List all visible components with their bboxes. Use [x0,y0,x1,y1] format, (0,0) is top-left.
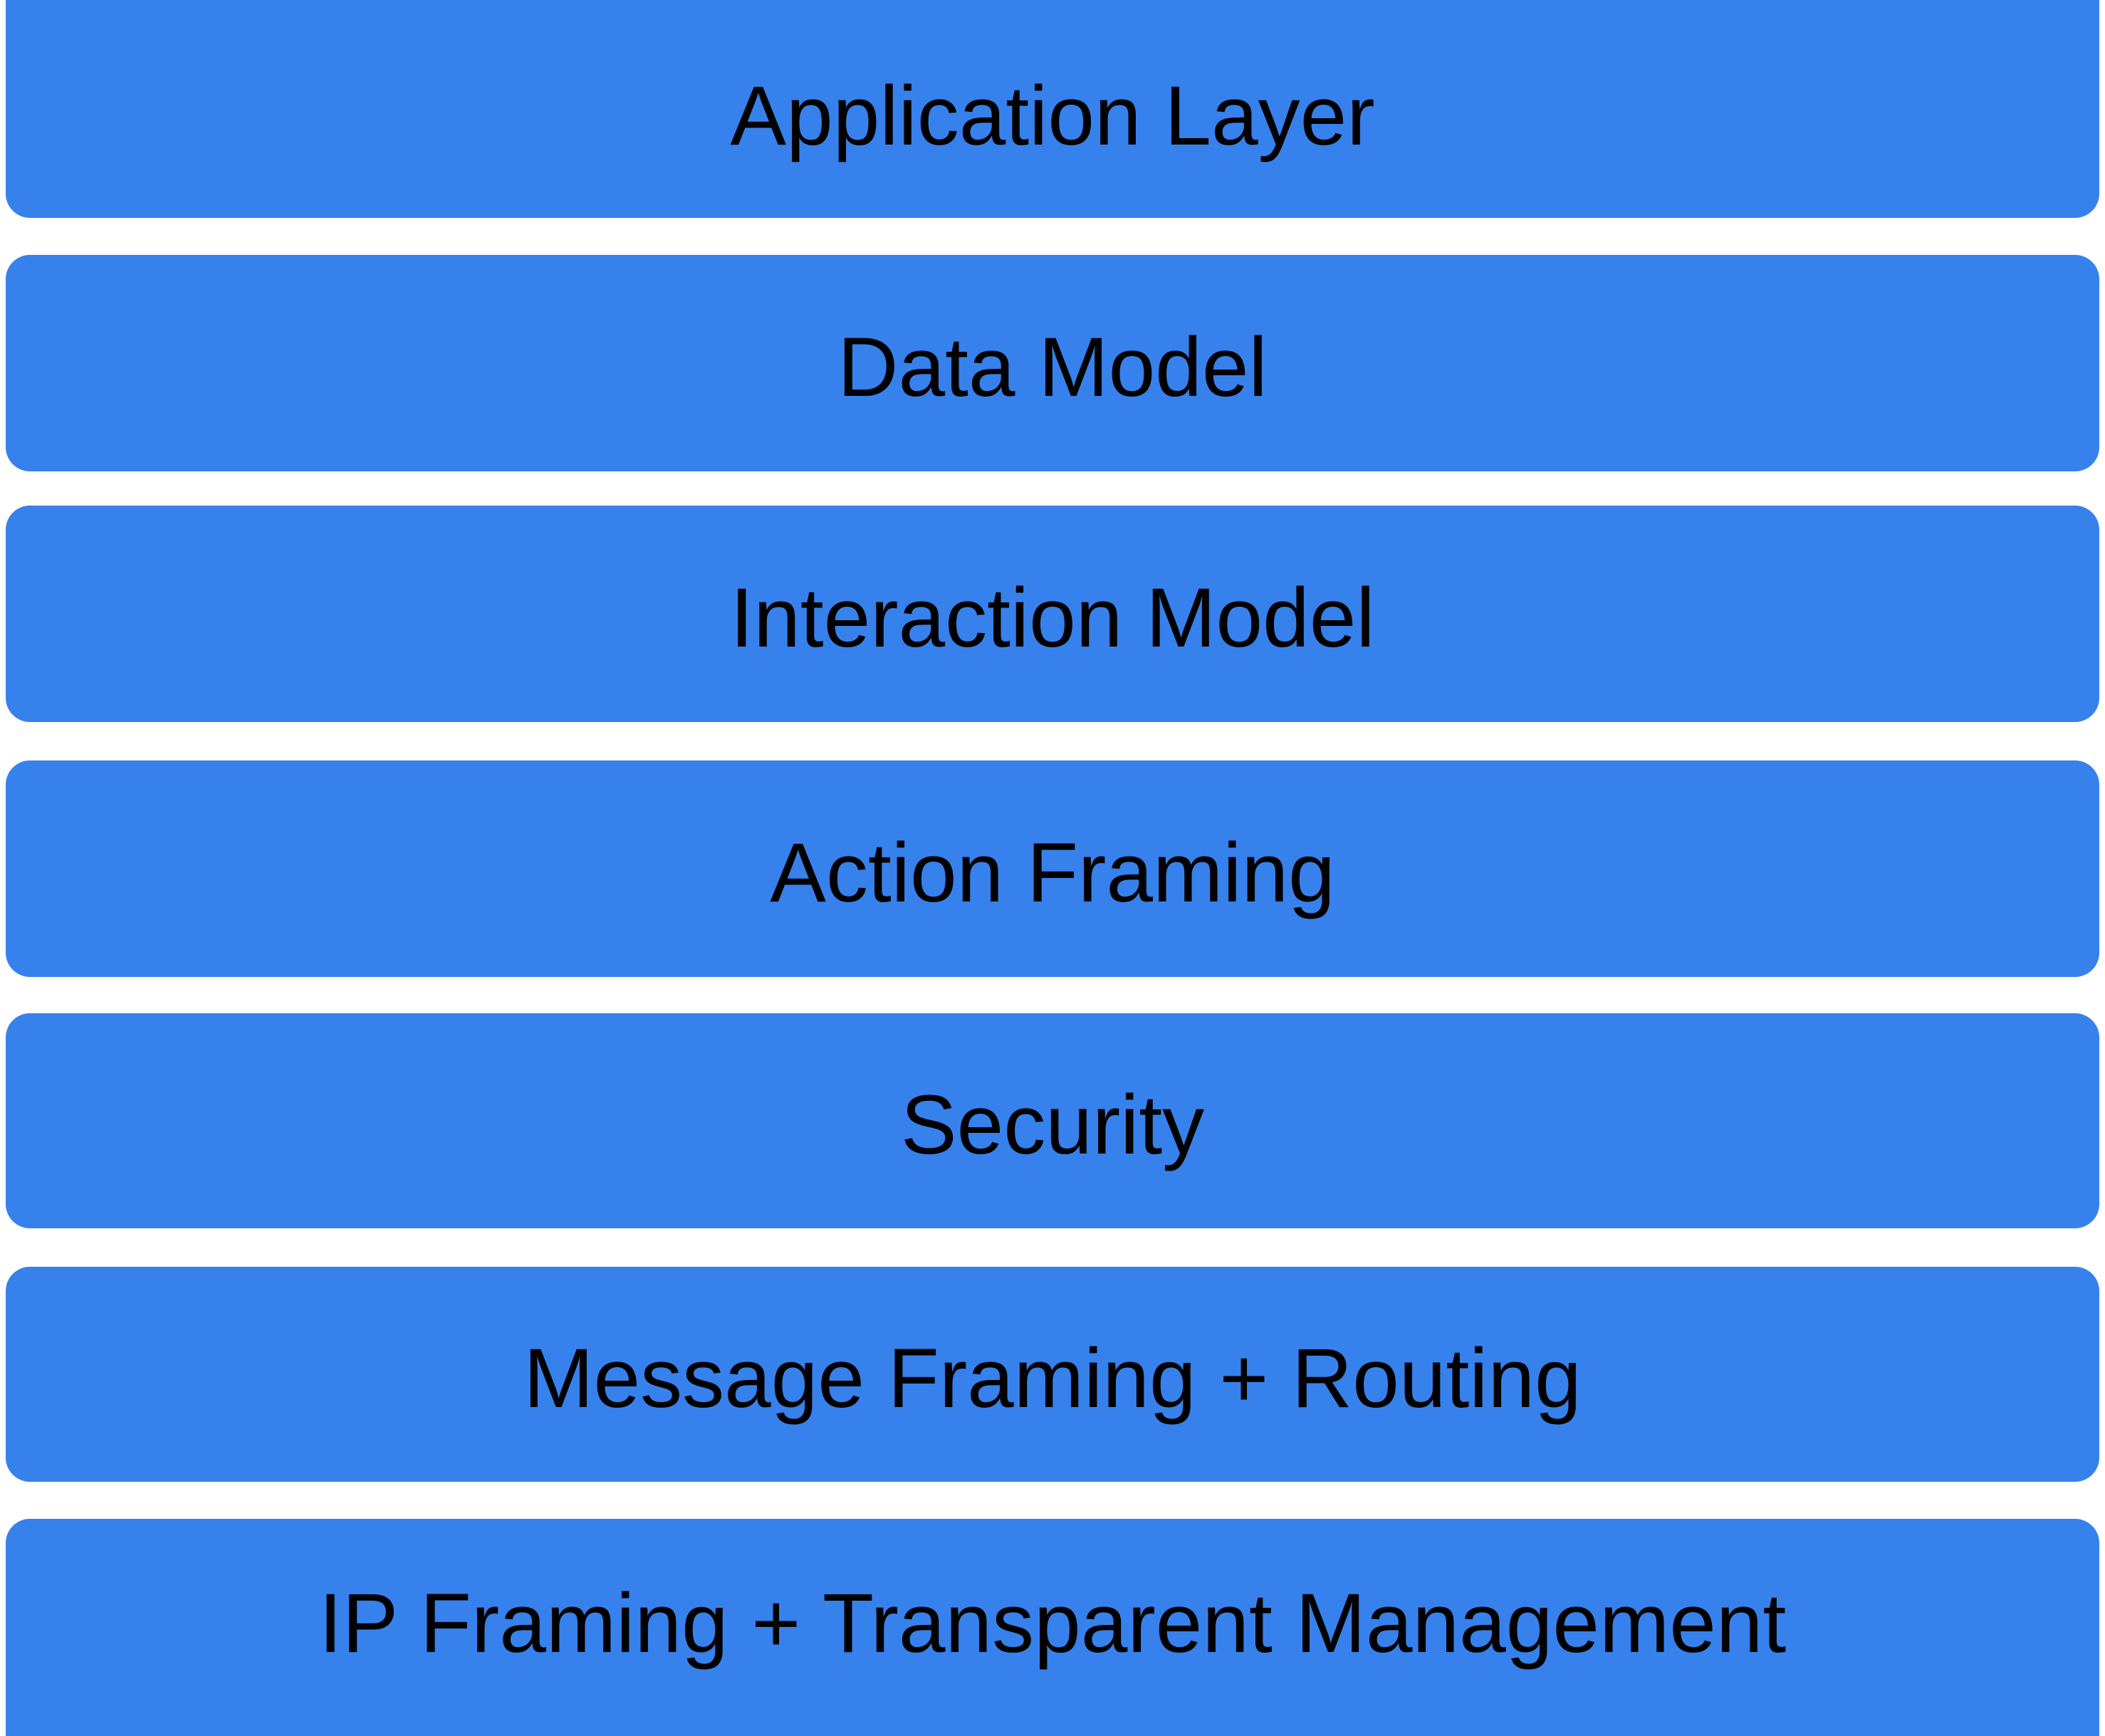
layer-band-message-framing-routing[interactable]: Message Framing + Routing [6,1267,2099,1482]
layer-label: Message Framing + Routing [523,1332,1582,1426]
layer-band-security[interactable]: Security [6,1013,2099,1228]
layer-label: Security [900,1078,1205,1172]
layer-band-data-model[interactable]: Data Model [6,255,2099,471]
layer-band-application-layer[interactable]: Application Layer [6,0,2099,218]
layer-label: Data Model [837,320,1268,414]
layer-band-interaction-model[interactable]: Interaction Model [6,506,2099,722]
layer-label: Application Layer [730,69,1375,163]
layer-label: IP Framing + Transparent Management [318,1576,1787,1670]
layer-label: Action Framing [770,826,1335,920]
layer-band-ip-framing-transparent-management[interactable]: IP Framing + Transparent Management [6,1519,2099,1736]
layer-label: Interaction Model [730,571,1375,665]
layer-band-action-framing[interactable]: Action Framing [6,760,2099,977]
